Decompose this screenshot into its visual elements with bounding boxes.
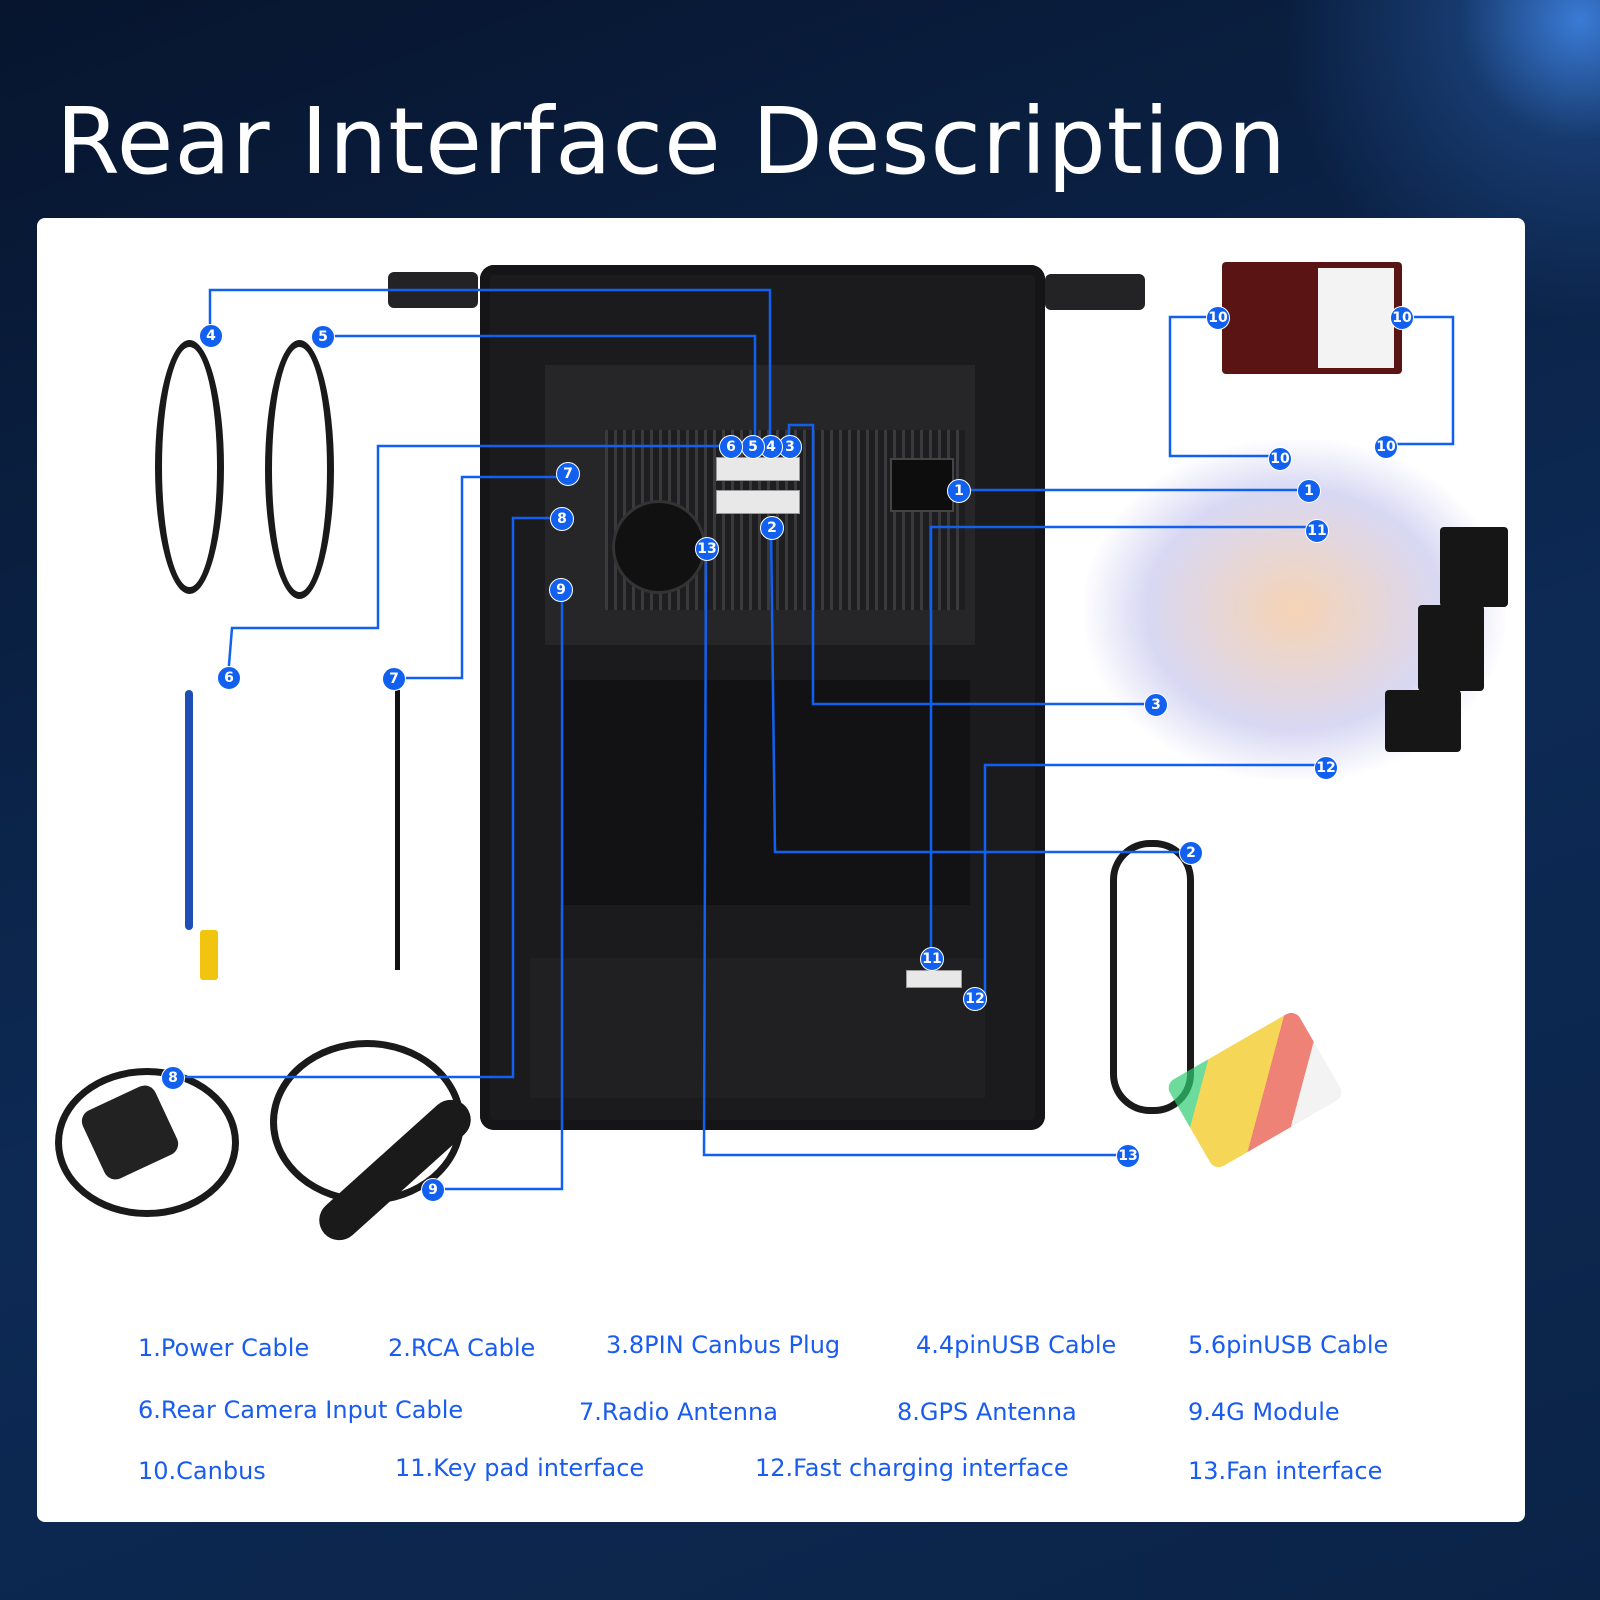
rear-camera-cable: [185, 690, 193, 930]
callout-badge-11: 11: [1305, 519, 1329, 543]
callout-badge-9: 9: [549, 578, 573, 602]
callout-badge-8: 8: [550, 507, 574, 531]
legend-item-6pin-usb: 5.6pinUSB Cable: [1188, 1331, 1389, 1359]
canbus-box: [1222, 262, 1402, 374]
callout-badge-5: 5: [741, 435, 765, 459]
callout-badge-10: 10: [1268, 447, 1292, 471]
callout-badge-12: 12: [963, 987, 987, 1011]
legend-item-canbus-plug: 3.8PIN Canbus Plug: [606, 1331, 841, 1359]
mount-bracket-right: [1045, 274, 1145, 310]
callout-badge-10: 10: [1374, 435, 1398, 459]
callout-badge-13: 13: [1116, 1144, 1140, 1168]
callout-badge-1: 1: [947, 479, 971, 503]
gps-antenna-cable: [55, 1068, 239, 1217]
6pin-usb-cable: [265, 340, 334, 599]
callout-badge-6: 6: [719, 435, 743, 459]
callout-badge-12: 12: [1314, 756, 1338, 780]
rca-cable: [1110, 840, 1194, 1114]
harness-plug-2: [1418, 605, 1484, 691]
radio-antenna-cable: [395, 690, 400, 970]
power-connector: [890, 458, 954, 512]
callout-badge-7: 7: [556, 462, 580, 486]
legend-item-gps-antenna: 8.GPS Antenna: [897, 1398, 1077, 1426]
legend-item-rca-cable: 2.RCA Cable: [388, 1334, 536, 1362]
callout-badge-10: 10: [1390, 306, 1414, 330]
callout-badge-1: 1: [1297, 479, 1321, 503]
4pin-usb-cable: [155, 340, 224, 594]
screen-back: [560, 680, 970, 905]
page-title: Rear Interface Description: [56, 88, 1287, 195]
callout-badge-5: 5: [311, 325, 335, 349]
harness-plug-1: [1440, 527, 1508, 607]
rear-camera-rca-plug: [200, 930, 218, 980]
callout-badge-2: 2: [1179, 841, 1203, 865]
callout-badge-2: 2: [760, 516, 784, 540]
legend-item-keypad: 11.Key pad interface: [395, 1454, 645, 1482]
legend-item-canbus: 10.Canbus: [138, 1457, 266, 1485]
legend-item-rear-camera: 6.Rear Camera Input Cable: [138, 1396, 464, 1424]
callout-badge-10: 10: [1206, 306, 1230, 330]
legend-item-4g-module: 9.4G Module: [1188, 1398, 1340, 1426]
legend-item-radio-antenna: 7.Radio Antenna: [579, 1398, 778, 1426]
legend-item-fan: 13.Fan interface: [1188, 1457, 1383, 1485]
callout-badge-13: 13: [695, 537, 719, 561]
callout-badge-9: 9: [421, 1178, 445, 1202]
harness-plug-3: [1385, 690, 1461, 752]
fan: [612, 500, 706, 594]
usb-connectors: [716, 457, 800, 481]
legend-item-power-cable: 1.Power Cable: [138, 1334, 310, 1362]
canbus-label-sticker: [1318, 268, 1394, 368]
legend-item-4pin-usb: 4.4pinUSB Cable: [916, 1331, 1117, 1359]
legend-item-fast-charging: 12.Fast charging interface: [755, 1454, 1069, 1482]
callout-badge-8: 8: [161, 1066, 185, 1090]
callout-badge-11: 11: [920, 947, 944, 971]
rca-connector: [716, 490, 800, 514]
callout-badge-4: 4: [199, 324, 223, 348]
callout-badge-3: 3: [1144, 693, 1168, 717]
mount-bracket-left: [388, 272, 478, 308]
callout-badge-7: 7: [382, 667, 406, 691]
keypad-connector: [906, 970, 962, 988]
callout-badge-6: 6: [217, 666, 241, 690]
